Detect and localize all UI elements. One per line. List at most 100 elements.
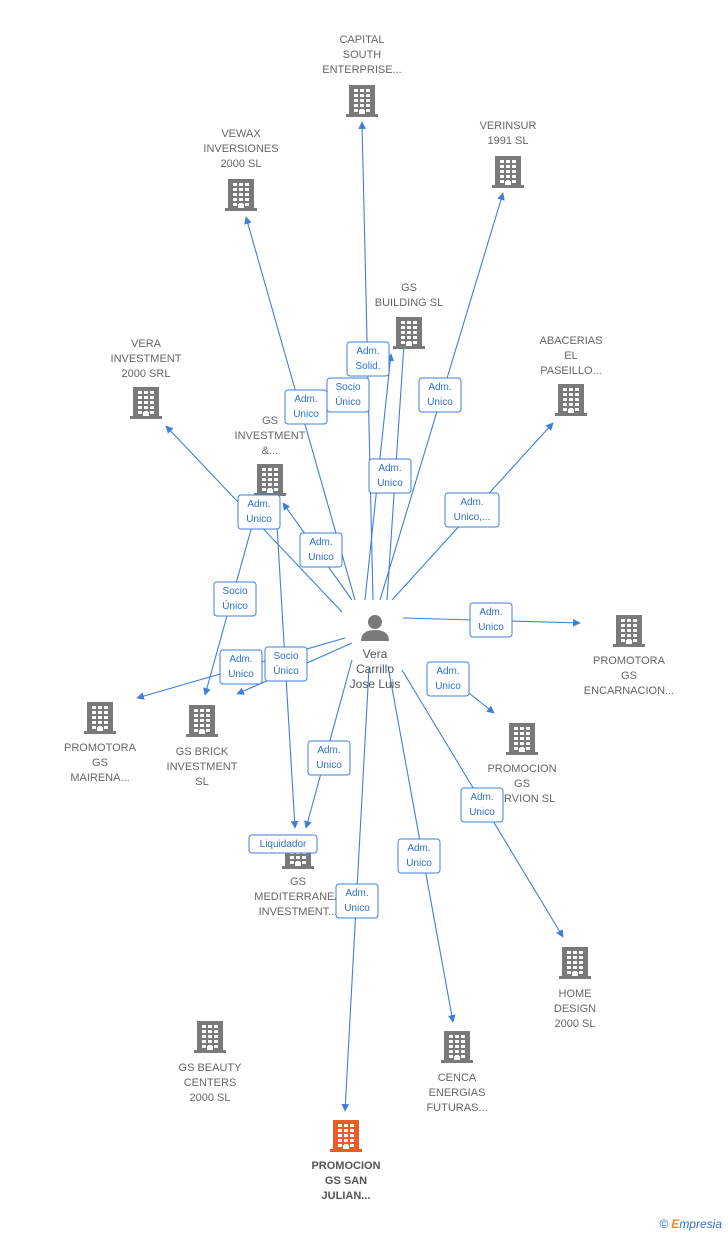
company-label: GS BRICK (176, 746, 229, 758)
relation-badge[interactable]: Adm.Unico (426, 661, 470, 697)
company-label: 2000 SL (555, 1018, 596, 1030)
relation-label: Adm. (407, 843, 430, 854)
relation-label: Único (273, 664, 299, 677)
building-icon (225, 179, 257, 211)
company-label: PROMOCION (487, 763, 556, 775)
company-label: ENCARNACION... (584, 685, 674, 697)
company-node-capital[interactable]: CAPITALSOUTHENTERPRISE... (322, 34, 402, 117)
company-label: INVESTMENT (235, 430, 306, 442)
building-icon (492, 156, 524, 188)
company-label: ABACERIAS (540, 335, 603, 347)
company-label: VEWAX (221, 128, 261, 140)
building-icon (254, 464, 286, 496)
company-label: GS (92, 757, 108, 769)
building-icon (506, 723, 538, 755)
relation-badge[interactable]: Adm.Unico (335, 883, 379, 919)
company-label: SL (195, 776, 208, 788)
relation-badge[interactable]: Adm.Unico (469, 602, 513, 638)
relation-label: Liquidador (260, 839, 307, 850)
relation-badge[interactable]: Liquidador (248, 834, 318, 854)
company-label: &... (262, 445, 279, 457)
company-node-promencar[interactable]: PROMOTORA GS ENCARNACION... (584, 615, 674, 697)
building-icon (559, 947, 591, 979)
relation-badge[interactable]: Adm.Unico (418, 377, 462, 413)
relation-label: Unico (228, 669, 254, 680)
relation-label: Unico (469, 807, 495, 818)
company-label: GS (514, 778, 530, 790)
brand-name: mpresia (679, 1217, 722, 1231)
company-label: CAPITAL (339, 34, 384, 46)
relation-label: Solid. (355, 361, 380, 372)
company-label: GS (621, 670, 637, 682)
company-label: CENCA (438, 1072, 477, 1084)
company-label: VERA (131, 338, 162, 350)
relation-badge[interactable]: Adm. Solid. (346, 341, 390, 377)
company-label: GS BEAUTY (179, 1062, 243, 1074)
company-label: INVESTMENT... (259, 906, 338, 918)
building-icon (555, 384, 587, 416)
company-label: 2000 SL (190, 1092, 231, 1104)
company-label: PROMOTORA (593, 655, 666, 667)
company-node-cenca[interactable]: CENCA ENERGIAS FUTURAS... (426, 1031, 488, 1114)
relation-label: Unico (316, 760, 342, 771)
relation-label: Adm. (345, 888, 368, 899)
company-label: ENERGIAS (429, 1087, 486, 1099)
relation-label: Unico (293, 409, 319, 420)
brand-initial: E (671, 1217, 680, 1231)
relation-labels: Adm.Solid.Adm.UnicoSocioÚnicoAdm.UnicoAd… (213, 341, 513, 919)
relation-label: Adm. (309, 537, 332, 548)
company-label: MEDITERRANEA (254, 891, 342, 903)
company-node-gsinvest[interactable]: GSINVESTMENT&... (235, 415, 306, 496)
company-label: PASEILLO... (540, 365, 602, 377)
relation-label: Unico (478, 622, 504, 633)
person-name: Carrillo (356, 662, 394, 676)
company-node-prommairena[interactable]: PROMOTORAGSMAIRENA... (64, 702, 137, 784)
relation-badge[interactable]: Adm.Unico (307, 740, 351, 776)
footer-brand[interactable]: ©Empresia (659, 1217, 722, 1231)
person-icon (361, 615, 389, 641)
relation-label: Adm. (378, 463, 401, 474)
company-node-gsbrick[interactable]: GS BRICK INVESTMENT SL (167, 705, 238, 788)
company-node-abacerias[interactable]: ABACERIAS EL PASEILLO... (540, 335, 603, 416)
company-label: VERINSUR (480, 120, 537, 132)
company-label: HOME (559, 988, 592, 1000)
relation-label: Unico (308, 552, 334, 563)
relation-label: Adm. (356, 346, 379, 357)
relation-badge[interactable]: Adm.Unico (460, 787, 504, 823)
relation-label: Adm. (460, 497, 483, 508)
relation-badge[interactable]: Adm.Unico (284, 389, 328, 425)
company-label: JULIAN... (322, 1190, 371, 1202)
building-icon (441, 1031, 473, 1063)
company-label: INVERSIONES (203, 143, 278, 155)
company-label: GS (401, 282, 417, 294)
building-icon (346, 85, 378, 117)
relation-label: Unico (427, 397, 453, 408)
relation-badge[interactable]: Adm.Unico (219, 649, 263, 685)
relation-badge[interactable]: Adm. Unico,... (444, 492, 500, 528)
relation-label: Unico,... (454, 512, 491, 523)
relation-badge[interactable]: Adm.Unico (368, 458, 412, 494)
relation-label: Único (222, 599, 248, 612)
relation-badge[interactable]: Adm.Unico (237, 494, 281, 530)
relation-badge[interactable]: Adm. Unico (299, 532, 343, 568)
company-label: INVESTMENT (167, 761, 238, 773)
company-label: MAIRENA... (70, 772, 129, 784)
relation-label: Unico (435, 681, 461, 692)
company-label: EL (564, 350, 577, 362)
company-label: FUTURAS... (426, 1102, 487, 1114)
relation-badge[interactable]: Adm.Unico (397, 838, 441, 874)
relation-label: Unico (246, 514, 272, 525)
